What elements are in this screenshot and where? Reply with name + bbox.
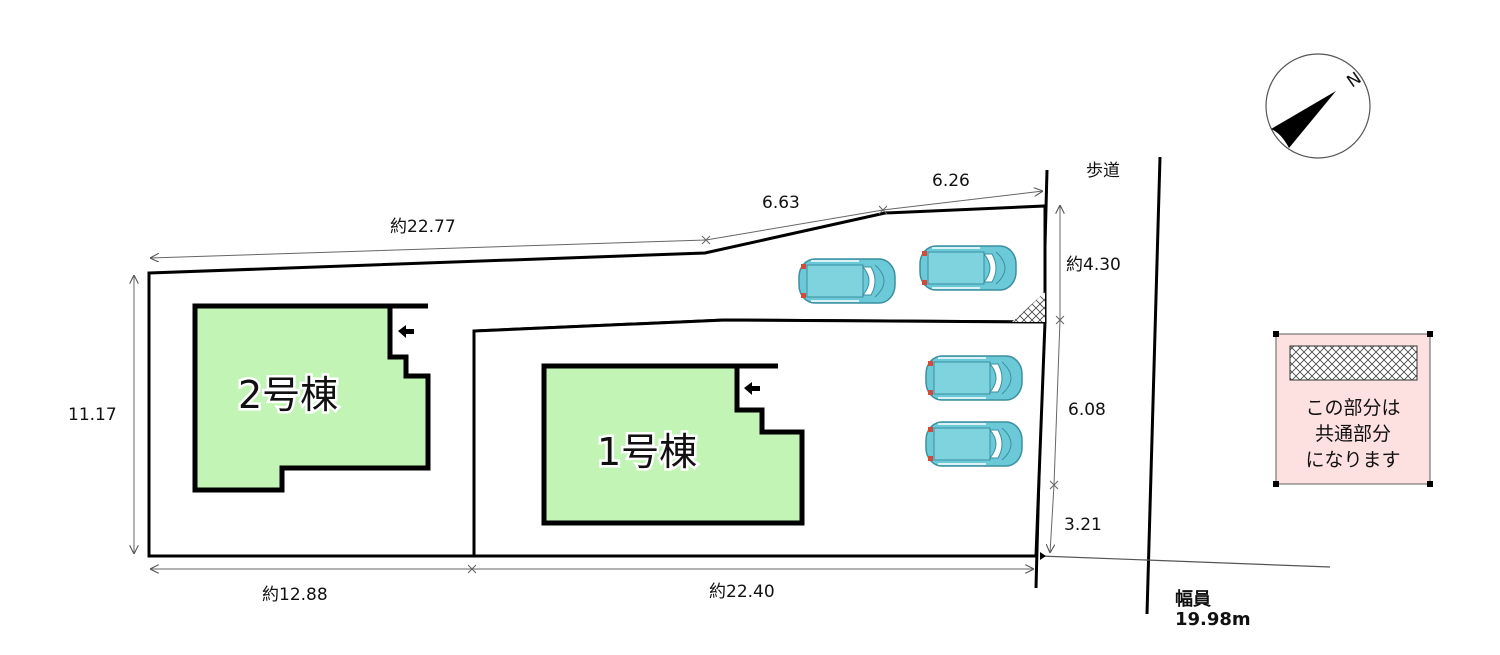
building-2-outline [192,303,431,493]
road-edge-line [1145,156,1162,615]
building-2: 2号棟 [192,303,431,493]
sidewalk-label: 歩道 [1086,161,1120,181]
road-width-label: 幅員 [1175,588,1211,610]
legend-line-3: になります [1305,449,1400,471]
dim-top-left: 約22.77 [390,217,456,237]
legend-line-2: 共通部分 [1315,423,1391,445]
dim-right-top: 約4.30 [1066,255,1121,275]
car-icon [925,421,1023,467]
legend-common-area: この部分は 共通部分 になります [1273,331,1433,487]
car-icon [919,245,1017,291]
hatch-sample [1289,345,1418,381]
road-width-value: 19.98m [1175,609,1251,630]
common-area-hatch [1012,292,1045,322]
north-arrow-icon [1271,91,1336,148]
building-1-outline [541,363,805,526]
compass: N [1265,53,1371,159]
car-icon [798,258,896,304]
dim-bottom-right: 約22.40 [709,582,775,602]
dim-left-height: 11.17 [68,405,117,425]
legend-line-1: この部分は [1305,397,1400,419]
road-line [1039,555,1331,568]
entrance-arrow-icon [744,382,760,395]
dim-bottom-left: 約12.88 [262,585,328,605]
dim-top-middle: 6.63 [762,193,800,213]
building-1-label: 1号棟 [597,430,697,474]
dim-top-right: 6.26 [932,171,970,191]
building-2-label: 2号棟 [238,373,338,417]
dim-right-middle: 6.08 [1068,400,1106,420]
building-1: 1号棟 [541,363,805,526]
dim-right-bottom: 3.21 [1064,515,1102,535]
car-icon [925,355,1023,401]
entrance-arrow-icon [398,325,414,338]
